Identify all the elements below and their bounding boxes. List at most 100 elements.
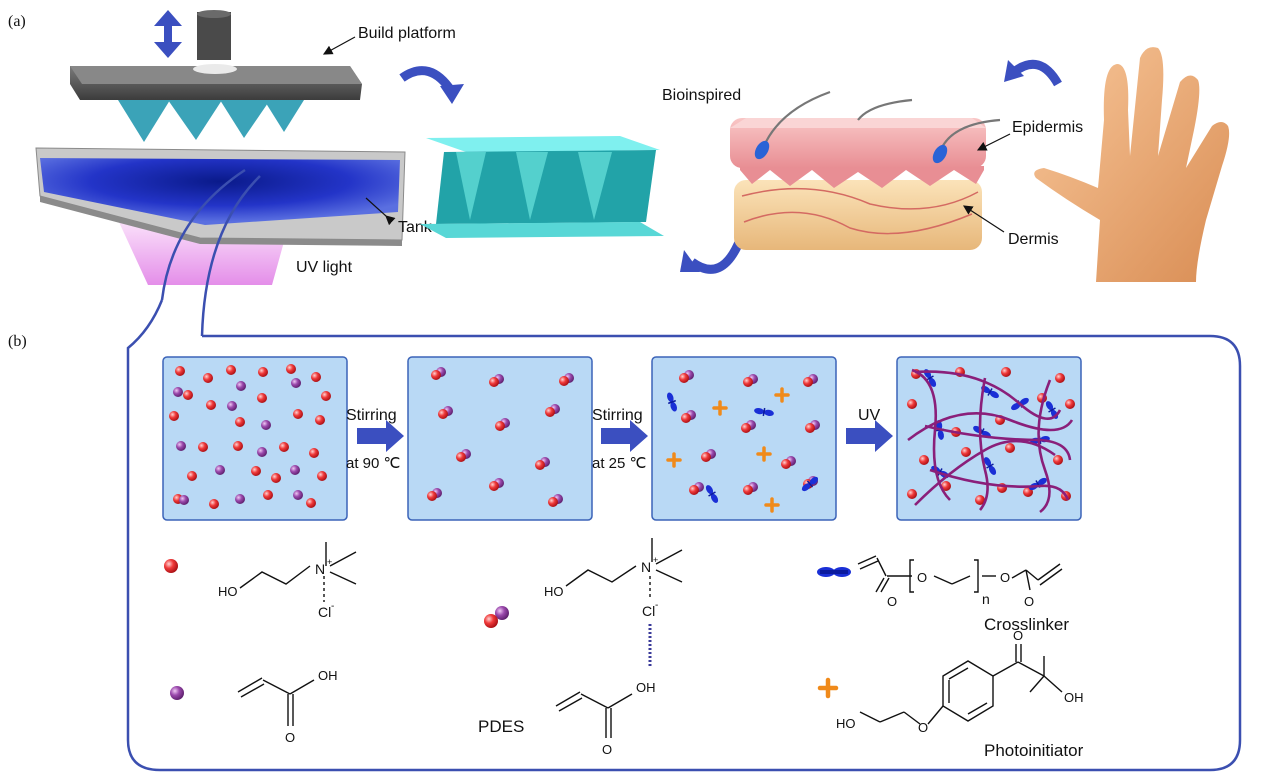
chem-cl-2: Cl — [642, 603, 655, 619]
chem-n-2: N — [641, 559, 651, 575]
pdes-red-ball — [701, 452, 711, 462]
step2-label-bottom: at 25 ℃ — [592, 455, 646, 472]
chem-o-3: O — [887, 594, 897, 609]
chem-cl-charge-2: - — [655, 600, 658, 611]
choline-particle — [203, 373, 213, 383]
choline-particle — [198, 442, 208, 452]
step1-label-bottom: at 90 ℃ — [346, 455, 400, 472]
pdes-red-ball — [548, 497, 558, 507]
acrylic-acid-particle — [261, 420, 271, 430]
resin-tank — [35, 147, 406, 246]
chem-o-8: O — [918, 720, 928, 735]
choline-particle — [286, 364, 296, 374]
acrylic-acid-particle — [227, 401, 237, 411]
pdes-red-ball — [743, 377, 753, 387]
crosslinker-particle — [983, 457, 997, 475]
process-arrow-icon — [601, 420, 648, 452]
pdes-red-ball — [438, 409, 448, 419]
legend-red-ball — [164, 559, 178, 573]
legend-pdes-pair — [484, 606, 509, 628]
choline-particle — [169, 411, 179, 421]
choline-particle — [187, 471, 197, 481]
panel-a-tag: (a) — [8, 13, 26, 30]
skin-model — [730, 90, 1001, 250]
choline-particle — [257, 393, 267, 403]
choline-chloride-structure-1 — [239, 542, 357, 602]
chem-o-1: O — [285, 730, 295, 745]
pdes-red-ball — [689, 485, 699, 495]
pdes-red-ball — [489, 377, 499, 387]
choline-particle — [235, 417, 245, 427]
curved-arrow-icon — [1011, 59, 1062, 87]
chem-ho-3: HO — [836, 716, 856, 731]
choline-particle — [279, 442, 289, 452]
polymer-ball — [919, 455, 929, 465]
process-box-2 — [407, 356, 593, 521]
pdes-red-ball — [741, 423, 751, 433]
uv-light-label: UV light — [296, 259, 353, 276]
choline-particle — [175, 366, 185, 376]
pdes-red-ball — [559, 376, 569, 386]
crosslinker-particle — [801, 476, 819, 492]
chem-o-5: O — [1000, 570, 1010, 585]
zoom-connector-line — [160, 168, 246, 301]
polymer-ball — [907, 399, 917, 409]
photoinitiator-icon — [817, 677, 839, 699]
hand-illustration — [1034, 47, 1230, 282]
pdes-red-ball — [681, 413, 691, 423]
chem-oh-2: OH — [636, 680, 656, 695]
acrylic-acid-particle — [290, 465, 300, 475]
photoinitiator-particle — [712, 400, 728, 416]
polymer-ball — [907, 489, 917, 499]
panel-b-frame — [126, 299, 1242, 772]
step2-label-top: Stirring — [592, 407, 643, 424]
chem-cl-1: Cl — [318, 604, 331, 620]
chem-cl-charge-1: - — [331, 601, 334, 612]
choline-particle — [263, 490, 273, 500]
chem-oh-1: OH — [318, 668, 338, 683]
choline-particle — [226, 365, 236, 375]
acrylic-acid-particle — [235, 494, 245, 504]
build-platform — [70, 10, 362, 142]
process-box-3 — [651, 356, 837, 521]
polymer-network — [907, 368, 1074, 514]
chem-ho-1: HO — [218, 584, 238, 599]
acrylic-acid-particle — [257, 447, 267, 457]
acrylic-acid-particle — [176, 441, 186, 451]
pdes-red-ball — [495, 421, 505, 431]
pdes-red-ball — [431, 370, 441, 380]
chem-n-1: N — [315, 561, 325, 577]
chem-n-charge-2: + — [653, 555, 658, 565]
chem-o-4: O — [917, 570, 927, 585]
pdes-red-ball — [805, 423, 815, 433]
photoinitiator-label: Photoinitiator — [984, 741, 1084, 760]
polymer-ball — [1065, 399, 1075, 409]
choline-chloride-structure-2 — [565, 538, 683, 600]
pdes-red-ball — [456, 452, 466, 462]
build-platform-label: Build platform — [358, 25, 456, 42]
pdes-red-ball — [535, 460, 545, 470]
epidermis-label: Epidermis — [1012, 119, 1083, 136]
polymer-ball — [1055, 373, 1065, 383]
crosslinker-icon — [817, 567, 851, 577]
up-down-arrow-icon — [154, 10, 182, 58]
choline-particle — [309, 448, 319, 458]
process-arrow-icon — [846, 420, 893, 452]
step1-label-top: Stirring — [346, 407, 397, 424]
photoinitiator-particle — [756, 446, 772, 462]
zoom-connector-line — [200, 175, 261, 337]
choline-particle — [251, 466, 261, 476]
acrylic-acid-particle — [291, 378, 301, 388]
step3-label: UV — [858, 407, 881, 424]
polymer-ball — [941, 481, 951, 491]
acrylic-acid-particle — [215, 465, 225, 475]
photoinitiator-particle — [774, 387, 790, 403]
crosslinker-label: Crosslinker — [984, 615, 1069, 634]
choline-particle — [209, 499, 219, 509]
chem-o-6: O — [1024, 594, 1034, 609]
acrylic-acid-structure-1 — [237, 677, 315, 726]
chem-o-7: O — [1013, 628, 1023, 643]
polymer-ball — [1001, 367, 1011, 377]
process-box-1 — [162, 356, 348, 521]
crosslinker-particle — [705, 485, 719, 503]
